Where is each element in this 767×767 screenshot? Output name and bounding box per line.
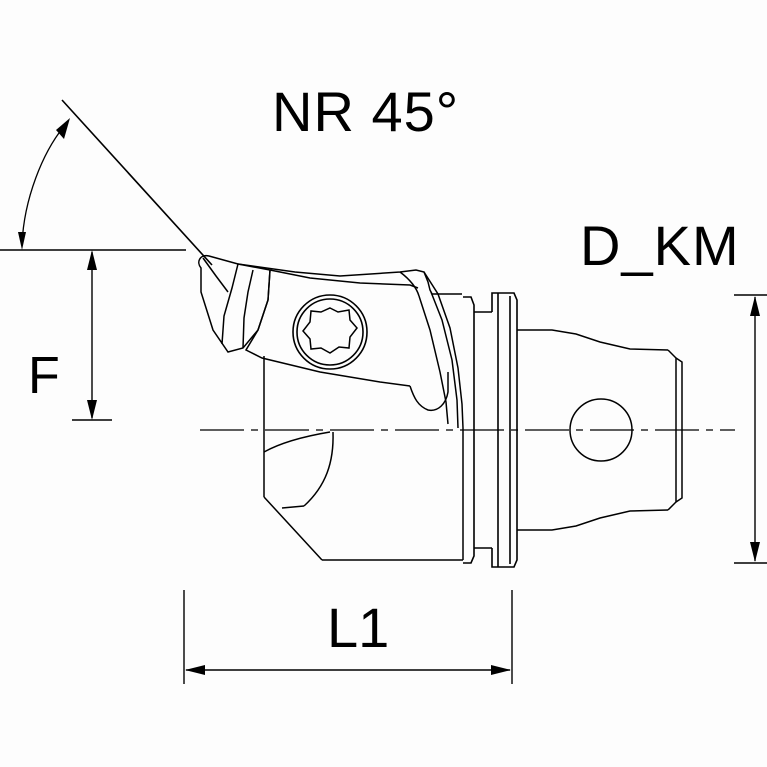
- l1-arrow-right: [491, 665, 511, 675]
- insert-outline: [198, 254, 271, 353]
- torx-screw-outer-circle: [292, 294, 368, 370]
- l1-dimension-group: [183, 590, 513, 684]
- tapered-shank: [517, 329, 683, 531]
- f-dimension-label: F: [28, 347, 60, 405]
- f-arrowheads: [87, 250, 97, 420]
- dkm-dimension-group: [734, 294, 767, 564]
- dkm-arrowheads: [750, 296, 760, 562]
- insert-bevel-line: [242, 269, 254, 349]
- l1-dimension-label: L1: [327, 596, 390, 659]
- body-front-face: [244, 269, 411, 387]
- torx-screw-inner-circle: [296, 298, 364, 366]
- body-internal-arc-c: [281, 505, 305, 509]
- nr-angle-label: NR 45°: [272, 80, 460, 143]
- flange-groove-left: [463, 296, 475, 564]
- body-internal-arc-b: [303, 431, 334, 507]
- km-flange: [463, 292, 518, 568]
- dkm-arrow-bottom: [750, 542, 760, 562]
- tool-body-lower: [263, 356, 464, 561]
- f-arrow-bottom: [87, 400, 97, 420]
- l1-arrowheads: [185, 665, 511, 675]
- shank-drive-hole: [569, 398, 633, 462]
- insert-top-face-seam: [221, 263, 239, 345]
- shank-lower-profile: [517, 509, 669, 531]
- cutting-insert: [198, 254, 271, 353]
- torx-screw: [292, 294, 368, 370]
- shank-upper-profile: [517, 329, 669, 351]
- angle-arrow-upper: [56, 118, 70, 139]
- f-arrow-top: [87, 250, 97, 270]
- insert-nose-relief: [202, 257, 229, 293]
- angle-arrowheads: [18, 118, 70, 250]
- torx-screw-six-lobe-recess: [302, 307, 358, 354]
- pocket-relief-arc: [409, 372, 449, 412]
- body-right-face-outer: [423, 271, 464, 429]
- f-dimension-group: [72, 252, 112, 421]
- body-right-face-inner2: [418, 295, 449, 425]
- body-lower-left-chamfer: [263, 496, 323, 561]
- angle-leader-line: [61, 99, 213, 266]
- angle-dimension-group: [0, 99, 213, 266]
- flange-ring-outline: [491, 292, 518, 568]
- angle-arrow-lower: [18, 232, 26, 250]
- l1-arrow-left: [185, 665, 205, 675]
- body-right-face-inner: [430, 291, 459, 429]
- dkm-diameter-label: D_KM: [580, 214, 740, 277]
- shank-right-end-face-2: [675, 357, 683, 503]
- dkm-arrow-top: [750, 296, 760, 316]
- pocket-arc-top: [399, 271, 420, 297]
- tool-body-upper: [237, 263, 464, 429]
- angle-arc: [21, 123, 67, 245]
- body-internal-arc-a: [263, 431, 331, 453]
- body-top-chamfer: [269, 269, 419, 289]
- shank-right-end-face: [667, 349, 677, 511]
